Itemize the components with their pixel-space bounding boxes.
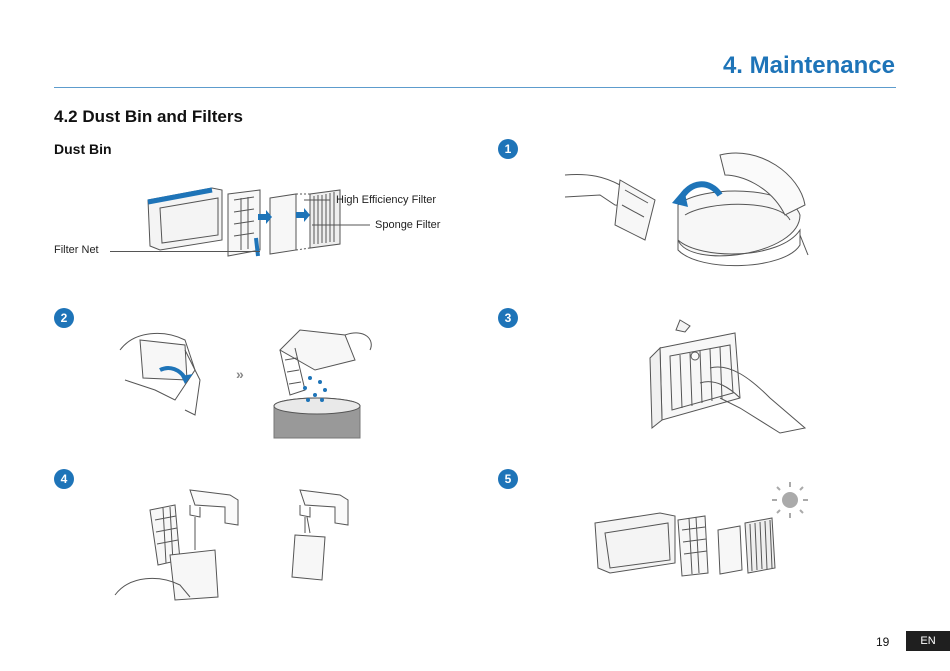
step-badge-4: 4 bbox=[54, 469, 74, 489]
page-number: 19 bbox=[876, 635, 889, 649]
sponge-filter-label: Sponge Filter bbox=[375, 219, 440, 231]
filter-net-leader-line bbox=[110, 251, 260, 252]
header-divider bbox=[54, 87, 896, 88]
filter-net-label: Filter Net bbox=[54, 244, 99, 256]
step-badge-3: 3 bbox=[498, 308, 518, 328]
step-badge-2: 2 bbox=[54, 308, 74, 328]
step-2-illustration bbox=[115, 320, 375, 440]
subsection-title: Dust Bin bbox=[54, 141, 112, 157]
step-3-illustration bbox=[640, 318, 820, 443]
high-efficiency-filter-label: High Efficiency Filter bbox=[336, 194, 436, 206]
step-1-illustration bbox=[560, 145, 810, 275]
language-tab: EN bbox=[906, 631, 950, 651]
section-title: 4.2 Dust Bin and Filters bbox=[54, 107, 243, 127]
sun-icon bbox=[770, 480, 810, 520]
double-chevron-icon: » bbox=[236, 366, 244, 382]
chapter-title: 4. Maintenance bbox=[723, 52, 895, 80]
step-4-illustration bbox=[110, 485, 370, 605]
step-badge-1: 1 bbox=[498, 139, 518, 159]
step-badge-5: 5 bbox=[498, 469, 518, 489]
